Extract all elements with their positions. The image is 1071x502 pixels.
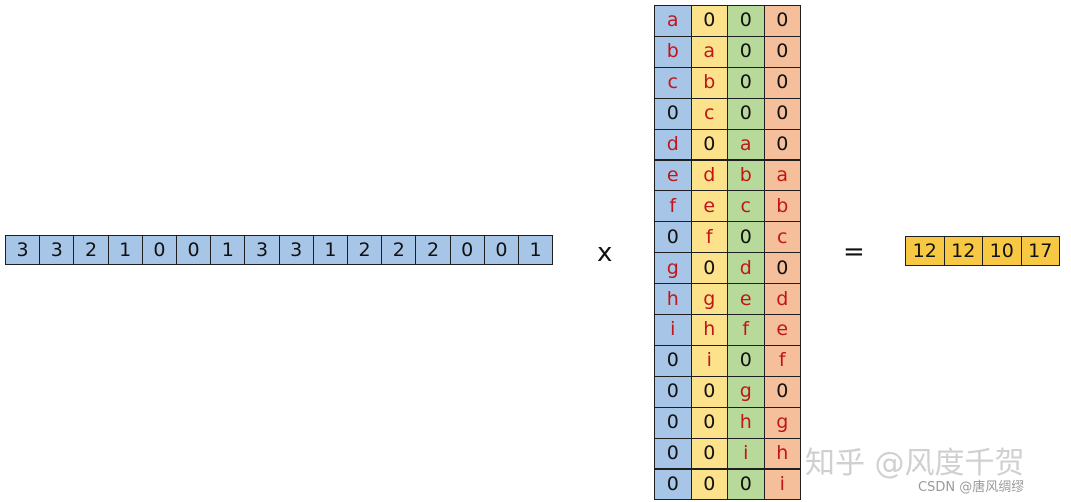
matrix-cell: d [654,128,692,161]
matrix-cell: 0 [654,468,692,501]
input-cell: 1 [210,235,246,265]
input-cell: 2 [73,235,109,265]
matrix-cell: 0 [654,375,692,408]
matrix-cell: g [727,375,765,408]
matrix-cell: 0 [727,221,765,254]
input-cell: 0 [483,235,519,265]
input-cell: 3 [278,235,314,265]
matrix-cell: 0 [727,5,765,37]
input-cell: 0 [449,235,485,265]
matrix-cell: 0 [763,5,801,37]
matrix-cell: h [690,314,728,346]
output-cell: 17 [1020,236,1060,266]
matrix-cell: 0 [763,97,801,130]
output-cell: 12 [905,236,945,266]
matrix-cell: 0 [763,66,801,99]
matrix-cell: 0 [654,437,692,470]
matrix-cell: b [690,66,728,99]
matrix-cell: 0 [654,97,692,130]
matrix-cell: a [654,5,692,37]
matrix-cell: 0 [690,468,728,501]
input-cell: 1 [518,235,554,265]
matrix-cell: f [727,314,765,346]
matrix-cell: 0 [763,35,801,68]
matrix-cell: d [727,252,765,285]
matrix-cell: 0 [690,375,728,408]
matrix-cell: b [654,35,692,68]
matrix-cell: h [654,283,692,315]
matrix-cell: 0 [763,252,801,285]
credit-label: CSDN @唐风绸缪 [918,480,1025,495]
matrix-cell: g [690,283,728,315]
matrix-cell: 0 [654,221,692,254]
input-cell: 0 [176,235,212,265]
matrix-cell: 0 [763,375,801,408]
input-cell: 3 [39,235,75,265]
matrix-cell: 0 [727,66,765,99]
matrix-cell: e [690,190,728,223]
input-cell: 2 [347,235,383,265]
matrix-cell: c [690,97,728,130]
matrix-cell: 0 [763,128,801,161]
matrix-cell: 0 [690,437,728,470]
equals-sign: = [843,237,865,267]
matrix-cell: a [727,128,765,161]
matrix-cell: b [763,190,801,223]
matrix-cell: 0 [654,344,692,377]
matrix-cell: d [763,283,801,315]
input-cell: 2 [415,235,451,265]
input-cell: 2 [381,235,417,265]
matrix-cell: e [763,314,801,346]
matrix-cell: 0 [727,35,765,68]
matrix-cell: 0 [727,344,765,377]
matrix-cell: i [654,314,692,346]
matrix-cell: 0 [727,97,765,130]
matrix-cell: f [690,221,728,254]
matrix-cell: c [727,190,765,223]
matrix-cell: e [654,159,692,192]
multiply-sign: x [597,238,613,268]
input-cell: 3 [244,235,280,265]
matrix-cell: d [690,159,728,192]
matrix-cell: h [727,406,765,439]
input-cell: 1 [312,235,348,265]
matrix-cell: 0 [690,5,728,37]
matrix-cell: c [763,221,801,254]
matrix-cell: c [654,66,692,99]
matrix-cell: g [654,252,692,285]
matrix-cell: e [727,283,765,315]
input-cell: 0 [141,235,177,265]
output-cell: 10 [982,236,1022,266]
matrix-cell: 0 [690,252,728,285]
matrix-cell: a [763,159,801,192]
matrix-cell: i [727,437,765,470]
matrix-cell: 0 [690,128,728,161]
matrix-cell: h [763,437,801,470]
matrix-cell: b [727,159,765,192]
matrix-cell: f [763,344,801,377]
matrix-cell: 0 [690,406,728,439]
matrix-cell: i [763,468,801,501]
input-cell: 3 [5,235,41,265]
matrix-cell: 0 [654,406,692,439]
watermark: 知乎 @风度千贺 [805,446,1025,481]
output-cell: 12 [943,236,983,266]
matrix-cell: g [763,406,801,439]
input-cell: 1 [107,235,143,265]
matrix-cell: a [690,35,728,68]
matrix-cell: i [690,344,728,377]
matrix-cell: 0 [727,468,765,501]
matrix-cell: f [654,190,692,223]
